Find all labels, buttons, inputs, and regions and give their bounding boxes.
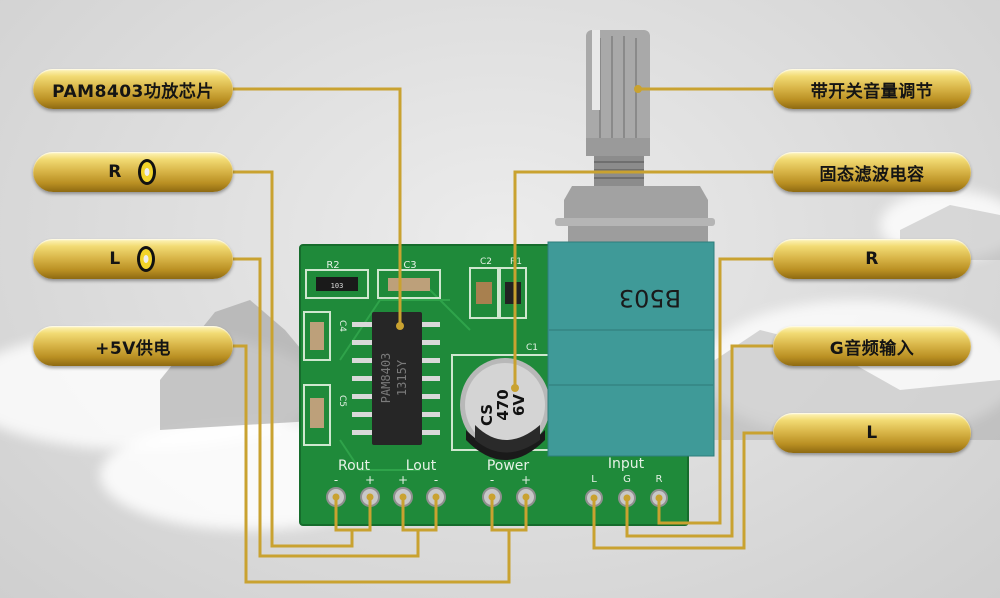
pam8403-chip [372, 312, 422, 445]
callout-label: G音频输入 [829, 338, 915, 359]
callout-label: L [109, 249, 121, 269]
silk-c4: C4 [337, 320, 347, 332]
pin-label: + [398, 473, 408, 487]
chip-marking: PAM8403 [379, 353, 393, 404]
silk-c5: C5 [337, 395, 347, 407]
pin-label: + [365, 473, 375, 487]
pot-marking: B503 [619, 284, 681, 312]
cap-marking-1: CS [478, 404, 496, 426]
callout-label: PAM8403功放芯片 [52, 81, 214, 102]
callout-label: 带开关音量调节 [810, 81, 934, 102]
cap-marking-2: 470 [494, 389, 512, 420]
callout-label: L [866, 423, 878, 443]
chip-pins [352, 322, 440, 435]
callout-capacitor: 固态滤波电容 [773, 152, 971, 192]
callout-speaker-l: L [33, 239, 233, 279]
callout-label: +5V供电 [95, 338, 171, 359]
resistor-code: 103 [331, 282, 344, 290]
silk-rout: Rout [338, 458, 371, 474]
speaker-icon [137, 159, 156, 185]
callout-input-g: G音频输入 [773, 326, 971, 366]
chip-date-code: 1315Y [395, 359, 409, 396]
callout-speaker-r: R [33, 152, 233, 192]
callout-volume: 带开关音量调节 [773, 69, 971, 109]
silk-c3: C3 [403, 260, 416, 271]
pot-shaft [586, 30, 650, 152]
pin-label: L [591, 474, 597, 485]
silk-r2: R2 [326, 260, 339, 271]
callout-label: 固态滤波电容 [819, 164, 925, 185]
pin-label: G [623, 474, 631, 485]
cap-marking-3: 6V [510, 394, 528, 416]
callout-label: R [108, 162, 122, 182]
callout-input-l: L [773, 413, 971, 453]
pin-label: - [434, 473, 438, 487]
silk-c2: C2 [480, 257, 492, 267]
callout-chip: PAM8403功放芯片 [33, 69, 233, 109]
pin-label: + [521, 473, 531, 487]
pin-label: - [334, 473, 338, 487]
speaker-icon [136, 246, 155, 272]
silk-input: Input [608, 456, 645, 472]
pin-label: R [656, 474, 663, 485]
silk-c1: C1 [526, 343, 538, 353]
pin-label: - [490, 473, 494, 487]
silk-lout: Lout [406, 458, 437, 474]
callout-power: +5V供电 [33, 326, 233, 366]
leader-lines [230, 87, 773, 584]
silk-power: Power [487, 458, 530, 474]
pot-body [548, 242, 714, 456]
callout-label: R [865, 249, 879, 269]
callout-input-r: R [773, 239, 971, 279]
